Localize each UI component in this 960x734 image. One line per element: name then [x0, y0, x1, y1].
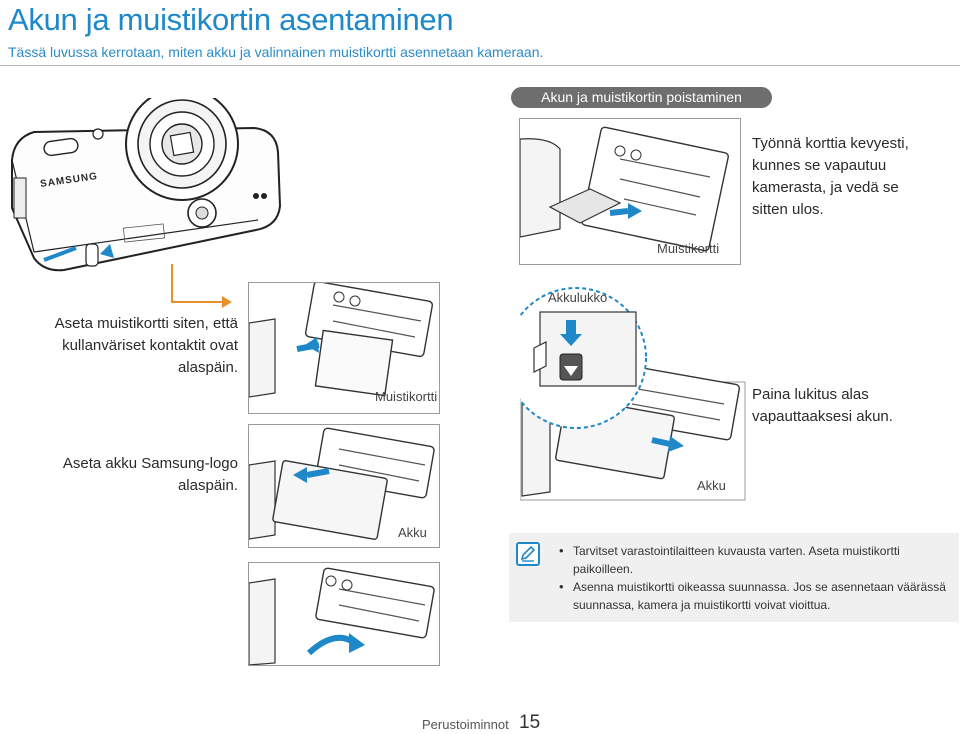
footer-page-number: 15 — [519, 712, 541, 733]
removal-section-heading: Akun ja muistikortin poistaminen — [511, 87, 772, 108]
footer-section-name: Perustoiminnot — [422, 717, 509, 732]
camera-illustration — [11, 98, 282, 272]
install-battery-instruction: Aseta akku Samsung-logo alaspäin. — [62, 455, 238, 494]
panel-close-cover — [248, 562, 440, 666]
note-list: Tarvitset varastointilaitteen kuvausta v… — [555, 542, 950, 614]
panel-battery-lock — [520, 287, 746, 501]
install-card-caption: Muistikortti — [375, 389, 438, 404]
panel-insert-battery — [248, 424, 440, 548]
header-divider — [0, 65, 960, 66]
lock-caption: Akkulukko — [548, 290, 608, 305]
connector-arrow — [171, 264, 232, 308]
removal-card-caption: Muistikortti — [657, 241, 720, 256]
list-item: Tarvitset varastointilaitteen kuvausta v… — [555, 542, 950, 578]
lock-instruction: Paina lukitus alas vapauttaaksesi akun. — [752, 386, 893, 425]
list-item: Asenna muistikortti oikeassa suunnassa. … — [555, 578, 950, 614]
note-pencil-icon — [516, 542, 540, 566]
removal-battery-caption: Akku — [697, 478, 726, 493]
page-subtitle: Tässä luvussa kerrotaan, miten akku ja v… — [8, 44, 544, 60]
page-title: Akun ja muistikortin asentaminen — [8, 2, 454, 37]
panel-insert-card — [248, 282, 440, 414]
install-card-instruction: Aseta muistikortti siten, että kullanvär… — [54, 315, 238, 376]
install-battery-caption: Akku — [398, 525, 427, 540]
panel-remove-card — [519, 118, 741, 265]
removal-card-instruction: Työnnä korttia kevyesti, kunnes se vapau… — [752, 135, 909, 218]
